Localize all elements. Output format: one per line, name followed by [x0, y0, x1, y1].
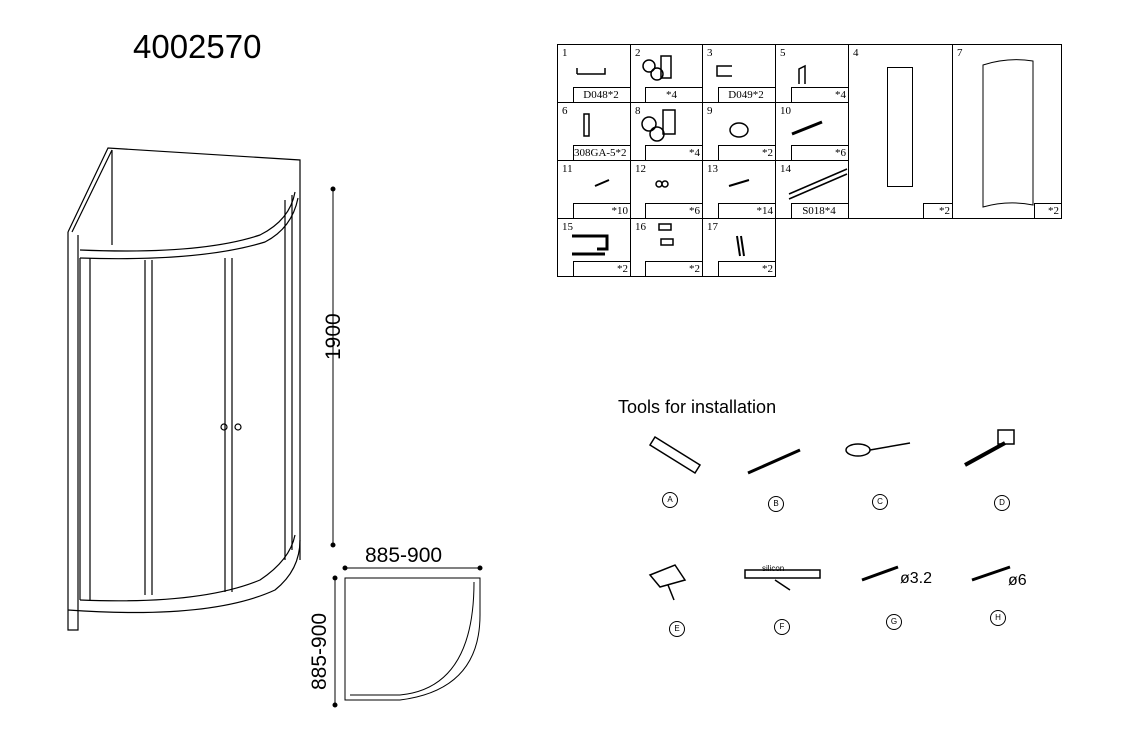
- tool-label-h: H: [990, 610, 1006, 626]
- part-cell: 6 308GA-5*2: [557, 102, 631, 161]
- block-icon: [658, 223, 672, 231]
- part-quantity: *2: [1034, 203, 1062, 219]
- part-quantity: *4: [645, 145, 703, 161]
- width-dimension: 885-900: [365, 544, 443, 567]
- part-cell: 17 *2: [702, 218, 776, 277]
- part-number: 6: [562, 105, 568, 117]
- part-cell: 13 *14: [702, 160, 776, 219]
- hammer-icon: [964, 441, 1006, 467]
- part-number: 10: [780, 105, 791, 117]
- drill-icon: [648, 564, 687, 601]
- part-quantity: *6: [645, 203, 703, 219]
- tool-label-d: D: [994, 495, 1010, 511]
- part-quantity: *2: [923, 203, 953, 219]
- part-quantity: *10: [573, 203, 631, 219]
- tool-label-a: A: [662, 492, 678, 508]
- part-number: 13: [707, 163, 718, 175]
- tool-label-b: B: [768, 496, 784, 512]
- depth-dimension: 885-900: [308, 612, 331, 690]
- part-cell: 8 *4: [630, 102, 703, 161]
- drill-bit-icon: [861, 565, 899, 582]
- base-plan-drawing: [332, 565, 483, 708]
- part-number: 8: [635, 105, 641, 117]
- part-quantity: *6: [791, 145, 849, 161]
- part-number: 17: [707, 221, 718, 233]
- drill-bit-icon: [971, 565, 1011, 582]
- curved-door-icon: [982, 59, 1034, 208]
- tool-icons: [648, 429, 1015, 601]
- part-number: 1: [562, 47, 568, 59]
- part-number: 12: [635, 163, 646, 175]
- part-icons: [572, 55, 848, 257]
- part-quantity: *2: [573, 261, 631, 277]
- part-cell: 15 *2: [557, 218, 631, 277]
- height-dimension: 1900: [322, 313, 345, 360]
- part-number: 4: [853, 47, 859, 59]
- part-number: 14: [780, 163, 791, 175]
- part-number: 7: [957, 47, 963, 59]
- part-cell: 16 *2: [630, 218, 703, 277]
- roller-icon: [642, 59, 656, 73]
- part-quantity: *14: [718, 203, 776, 219]
- spirit-level-icon: [648, 435, 702, 475]
- screw-icon: [728, 179, 750, 187]
- tool-label-e: E: [669, 621, 685, 637]
- model-number: 4002570: [133, 28, 262, 65]
- tool-label-f: F: [774, 619, 790, 635]
- profile-icon: [798, 64, 806, 84]
- dowel-icon: [791, 120, 823, 136]
- part-number: 2: [635, 47, 641, 59]
- profile-icon: [572, 234, 609, 256]
- part-cell-curved-door: 7 *2: [952, 44, 1062, 219]
- handle-icon: [729, 122, 749, 138]
- part-number: 3: [707, 47, 713, 59]
- profile-icon: [583, 113, 590, 137]
- roller-icon: [641, 116, 657, 132]
- part-cell-glass-panel: 4 *2: [848, 44, 953, 219]
- part-cell: 9 *2: [702, 102, 776, 161]
- cap-icon: [655, 180, 663, 188]
- part-number: 15: [562, 221, 573, 233]
- part-number: 11: [562, 163, 573, 175]
- profile-icon: [716, 65, 732, 77]
- tool-label-c: C: [872, 494, 888, 510]
- bracket-icon: [576, 68, 606, 75]
- part-quantity: S018*4: [791, 203, 849, 219]
- silicon-label: silicon: [762, 564, 785, 573]
- tool-label-g: G: [886, 614, 902, 630]
- part-quantity: *4: [791, 87, 849, 103]
- screw-icon: [594, 179, 610, 187]
- part-quantity: D048*2: [573, 87, 631, 103]
- pencil-icon: [747, 448, 801, 475]
- screwdriver-icon: [845, 443, 871, 457]
- part-number: 16: [635, 221, 646, 233]
- shower-enclosure-drawing: [67, 147, 301, 631]
- part-quantity: *2: [645, 261, 703, 277]
- strip-icon: [736, 235, 745, 257]
- part-cell: 11 *10: [557, 160, 631, 219]
- bit-size-label: ø3.2: [900, 570, 933, 587]
- part-quantity: *2: [718, 145, 776, 161]
- part-number: 9: [707, 105, 713, 117]
- rail-icon: [788, 168, 848, 200]
- tools-title: Tools for installation: [618, 397, 777, 417]
- glass-panel-icon: [887, 67, 913, 187]
- silicone-gun-icon: [744, 569, 821, 591]
- part-quantity: 308GA-5*2: [573, 145, 631, 161]
- bit-size-label: ø6: [1008, 572, 1027, 589]
- part-number: 5: [780, 47, 786, 59]
- height-dimension-line: [330, 186, 336, 548]
- part-quantity: D049*2: [718, 87, 776, 103]
- part-quantity: *2: [718, 261, 776, 277]
- part-quantity: *4: [645, 87, 703, 103]
